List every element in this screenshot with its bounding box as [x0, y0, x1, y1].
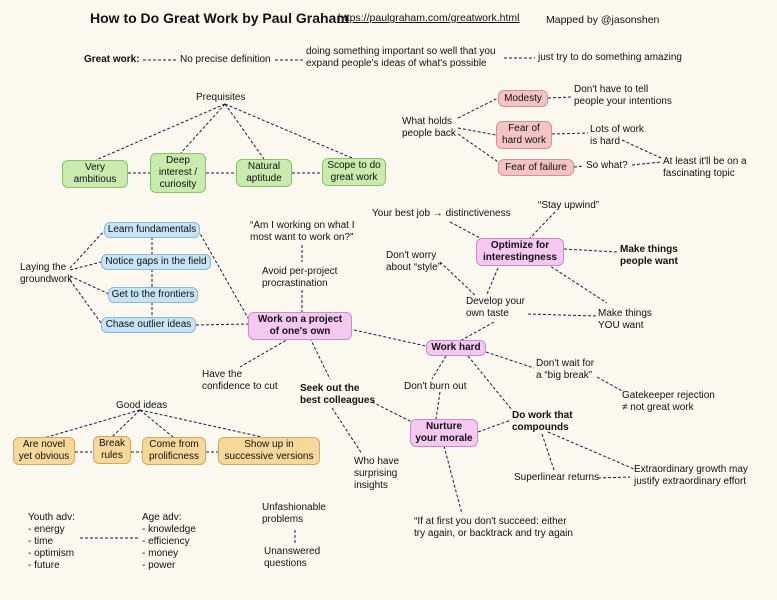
age-advantages: Age adv: - knowledge - efficiency - mone… — [142, 512, 196, 571]
dont-burn-out: Don't burn out — [404, 381, 467, 392]
gatekeeper-rejection: Gatekeeper rejection ≠ not great work — [622, 390, 715, 413]
try-again-quote: “If at first you don't succeed: either t… — [414, 516, 573, 539]
groundwork-title: Laying the groundwork — [20, 262, 73, 285]
credit-text: Mapped by @jasonshen — [546, 14, 660, 26]
idea-break-rules: Break rules — [93, 436, 131, 464]
modesty-box: Modesty — [498, 90, 548, 107]
stay-upwind: “Stay upwind” — [538, 200, 600, 211]
fascinating-topic-note: At least it'll be on a fascinating topic — [663, 156, 747, 179]
make-things-people-want: Make things people want — [620, 244, 678, 267]
nurture-morale: Nurture your morale — [410, 419, 478, 447]
definition-important: doing something important so well that y… — [306, 46, 496, 69]
avoid-procrastination: Avoid per-project procrastination — [262, 266, 338, 289]
definition-amazing: just try to do something amazing — [538, 52, 682, 63]
page-title: How to Do Great Work by Paul Graham — [90, 10, 349, 26]
question-most-want: “Am I working on what I most want to wor… — [250, 220, 355, 243]
groundwork-outlier-ideas: Chase outlier ideas — [101, 317, 196, 333]
good-ideas-title: Good ideas — [116, 400, 168, 411]
idea-prolificness: Come from prolificness — [142, 437, 206, 465]
unfashionable-problems: Unfashionable problems — [262, 502, 326, 525]
dont-worry-style: Don't worry about “style” — [386, 250, 442, 273]
groundwork-notice-gaps: Notice gaps in the field — [101, 254, 211, 270]
groundwork-learn-fundamentals: Learn fundamentals — [104, 222, 200, 238]
holds-back-title: What holds people back — [402, 116, 456, 139]
hard-work-note: Lots of work is hard — [590, 124, 644, 147]
work-that-compounds: Do work that compounds — [512, 410, 573, 433]
prereq-natural-aptitude: Natural aptitude — [236, 159, 292, 187]
no-precise-definition: No precise definition — [180, 54, 271, 65]
optimize-interestingness: Optimize for interestingness — [476, 238, 564, 266]
youth-advantages: Youth adv: - energy - time - optimism - … — [28, 512, 75, 571]
seek-best-colleagues: Seek out the best colleagues — [300, 383, 376, 406]
idea-successive-versions: Show up in successive versions — [218, 437, 320, 465]
work-hard: Work hard — [426, 340, 486, 356]
unanswered-questions: Unanswered questions — [264, 546, 321, 569]
prereq-deep-interest: Deep interest / curiosity — [150, 153, 206, 193]
work-on-own-project: Work on a project of one's own — [248, 312, 352, 340]
prereq-scope: Scope to do great work — [322, 158, 386, 186]
fear-failure-box: Fear of failure — [498, 159, 574, 176]
fear-hard-work-box: Fear of hard work — [496, 121, 552, 149]
modesty-note: Don't have to tell people your intention… — [574, 84, 672, 107]
best-job-distinctiveness: Your best job → distinctiveness — [372, 208, 511, 219]
idea-novel-obvious: Are novel yet obvious — [13, 437, 75, 465]
make-things-you-want: Make things YOU want — [598, 308, 652, 331]
confidence-to-cut: Have the confidence to cut — [202, 369, 278, 392]
groundwork-frontiers: Get to the frontiers — [108, 287, 198, 303]
great-work-label: Great work: — [84, 54, 140, 65]
extraordinary-growth: Extraordinary growth may justify extraor… — [634, 464, 748, 487]
develop-taste: Develop your own taste — [466, 296, 525, 319]
source-link[interactable]: https://paulgraham.com/greatwork.html — [338, 12, 520, 24]
prereq-very-ambitious: Very ambitious — [62, 160, 128, 188]
surprising-insights: Who have surprising insights — [354, 456, 400, 491]
superlinear-returns: Superlinear returns — [514, 472, 600, 483]
so-what-note: So what? — [586, 160, 628, 171]
dont-wait-big-break: Don't wait for a “big break” — [536, 358, 595, 381]
prerequisites-title: Prequisites — [196, 92, 246, 103]
